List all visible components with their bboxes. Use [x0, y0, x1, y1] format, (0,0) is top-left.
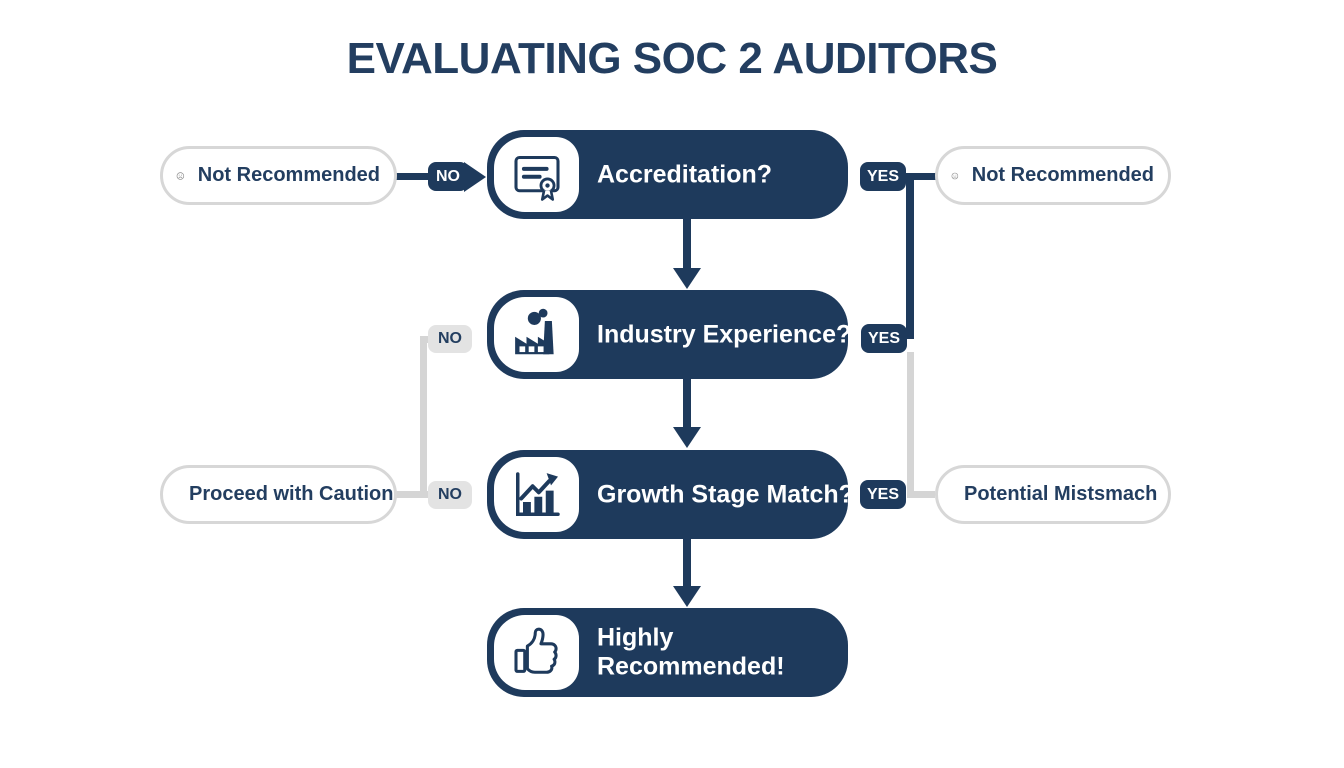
thumbs-up-icon [494, 615, 579, 690]
no-badge-industry-experience: NO [428, 325, 472, 353]
connector-gray-vertical-left [420, 336, 427, 496]
step-growth-stage-match: Growth Stage Match? [487, 450, 854, 539]
outcome-label: Not Recommended [197, 164, 380, 186]
outcome-not-recommended-right: Not Recommended [935, 146, 1171, 205]
flow-arrow-line-3 [683, 538, 691, 588]
step-highly-recommended: Highly Recommended! [487, 608, 848, 697]
outcome-label: Not Recommended [971, 164, 1154, 186]
connector-gray-horizontal-left [394, 491, 434, 498]
yes-badge-industry-experience: YES [861, 324, 907, 353]
factory-icon [494, 297, 579, 372]
outcome-potential-mismatch: Potential Mistsmach [935, 465, 1171, 524]
step-label-accreditation: Accreditation? [597, 160, 773, 188]
yes-badge-growth-stage: YES [860, 480, 906, 509]
connector-gray-stub-industry-no [420, 336, 434, 343]
flow-arrow-line-1 [683, 218, 691, 270]
outcome-label: Proceed with Caution [189, 483, 394, 505]
outcome-proceed-with-caution: Proceed with Caution [160, 465, 397, 524]
yes-badge-accreditation: YES [860, 162, 906, 191]
step-label-highly-recommended: Highly Recommended! [597, 623, 785, 681]
connector-gray-horizontal-right [907, 491, 935, 498]
step-label-growth-stage-match: Growth Stage Match? [597, 480, 854, 508]
sad-face-icon [176, 171, 185, 180]
arrow-down-icon [673, 427, 701, 448]
step-industry-experience: Industry Experience? [487, 290, 852, 379]
connector-gray-vertical-right [907, 352, 914, 498]
growth-chart-icon [494, 457, 579, 532]
step-accreditation: Accreditation? [487, 130, 848, 219]
arrow-down-icon [673, 586, 701, 607]
page-title: EVALUATING SOC 2 AUDITORS [346, 34, 998, 83]
no-badge-growth-stage: NO [428, 481, 472, 509]
neutral-face-icon [951, 172, 959, 179]
certificate-icon [494, 137, 579, 212]
arrow-right-icon [464, 162, 486, 192]
flow-arrow-line-2 [683, 378, 691, 429]
no-badge-accreditation: NO [428, 162, 468, 191]
outcome-not-recommended-left: Not Recommended [160, 146, 397, 205]
step-label-industry-experience: Industry Experience? [597, 320, 852, 348]
connector-yes-line-right-top [898, 173, 938, 180]
connector-navy-vertical-right [906, 173, 914, 339]
arrow-down-icon [673, 268, 701, 289]
outcome-label: Potential Mistsmach [964, 483, 1158, 505]
